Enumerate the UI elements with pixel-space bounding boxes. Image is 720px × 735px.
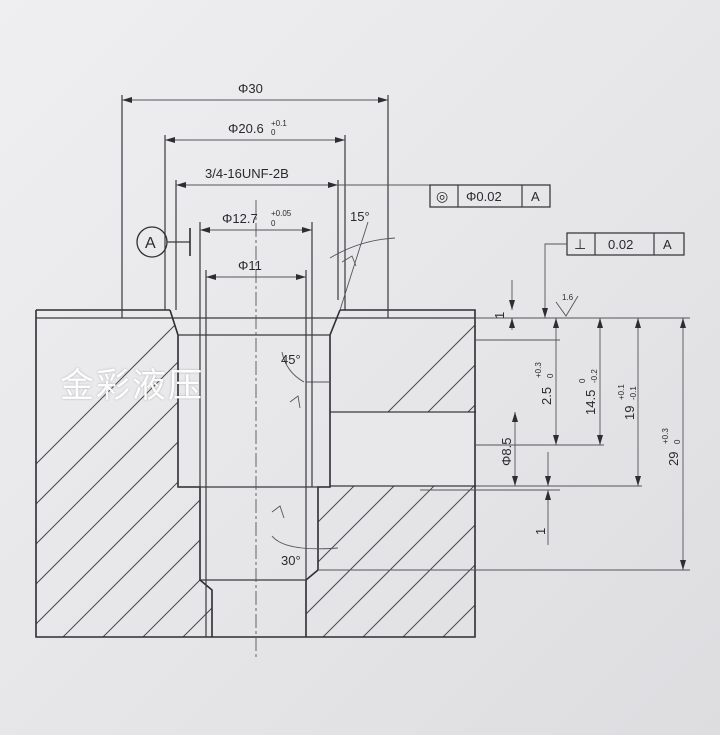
angle-30-arc: [271, 535, 339, 550]
roughness-mark-upper: [341, 255, 357, 267]
label-2-5: 2.5: [539, 387, 554, 405]
fcf-perpendicularity: [542, 232, 685, 318]
extension-lines-right: [318, 317, 690, 571]
datum-a-marker: [136, 226, 191, 258]
label-1-top: 1: [492, 312, 507, 319]
dimension-phi20-6: [165, 137, 345, 143]
label-19: 19: [622, 406, 637, 420]
dimension-phi11: [206, 274, 306, 280]
label-14-5: 14.5: [583, 390, 598, 415]
label-angle-15: 15°: [350, 209, 370, 224]
dimension-2-5: [553, 318, 559, 445]
angle-45-arc: [281, 351, 305, 383]
dimension-phi8-5: [512, 412, 518, 486]
watermark-text: 金彩液压: [60, 366, 204, 406]
label-29-tol: +0.3: [661, 428, 670, 444]
roughness-mark-right: [555, 295, 579, 317]
angle-15-arc: [329, 237, 396, 259]
angle-15-line: [339, 221, 369, 311]
fcf-perp-value: 0.02: [608, 237, 633, 252]
label-29: 29: [666, 452, 681, 466]
fcf-perp-symbol: ⊥: [574, 236, 586, 252]
roughness-mark-lower: [271, 505, 285, 519]
label-angle-45: 45°: [281, 352, 301, 367]
dimension-14-5: [597, 318, 603, 445]
label-phi12-7-tol-lo: 0: [271, 219, 276, 228]
label-roughness: 1.6: [562, 293, 574, 302]
dimension-thread: [176, 182, 430, 188]
roughness-mark-mid: [289, 395, 301, 409]
label-thread: 3/4-16UNF-2B: [205, 166, 289, 181]
label-2-5-tol-lo: 0: [546, 373, 555, 378]
dimension-19: [635, 318, 641, 486]
label-phi12-7: Φ12.7: [222, 211, 258, 226]
label-1-bottom: 1: [533, 528, 548, 535]
side-port: [330, 412, 476, 486]
hatch-right: [306, 310, 475, 637]
spotface-lines: [121, 95, 389, 637]
fcf-perp-datum: A: [663, 237, 672, 252]
label-19-tol-lo: -0.1: [629, 386, 638, 400]
label-19-tol: +0.1: [617, 384, 626, 400]
label-phi30: Φ30: [238, 81, 263, 96]
label-14-5-tol-lo: -0.2: [590, 369, 599, 383]
label-angle-30: 30°: [281, 553, 301, 568]
fcf-concentricity: [429, 184, 551, 208]
dimension-1-bottom: [545, 452, 551, 545]
label-phi8-5: Φ8.5: [499, 438, 514, 466]
fcf-concentricity-datum: A: [531, 189, 540, 204]
label-29-tol-lo: 0: [673, 439, 682, 444]
fcf-concentricity-value: Φ0.02: [466, 189, 502, 204]
dimension-phi30: [122, 97, 388, 103]
label-phi20-6-tol-lo: 0: [271, 128, 276, 137]
label-14-5-tol: 0: [578, 378, 587, 383]
label-phi12-7-tol: +0.05: [271, 209, 292, 218]
datum-a-label: A: [145, 235, 156, 252]
label-phi20-6: Φ20.6: [228, 121, 264, 136]
dimension-phi12-7: [200, 227, 312, 233]
fcf-concentricity-symbol: ◎: [436, 188, 448, 204]
dimension-29: [680, 318, 686, 570]
label-2-5-tol: +0.3: [534, 362, 543, 378]
label-phi11: Φ11: [238, 258, 262, 273]
dimension-1-top: [509, 280, 515, 330]
label-phi20-6-tol: +0.1: [271, 119, 287, 128]
